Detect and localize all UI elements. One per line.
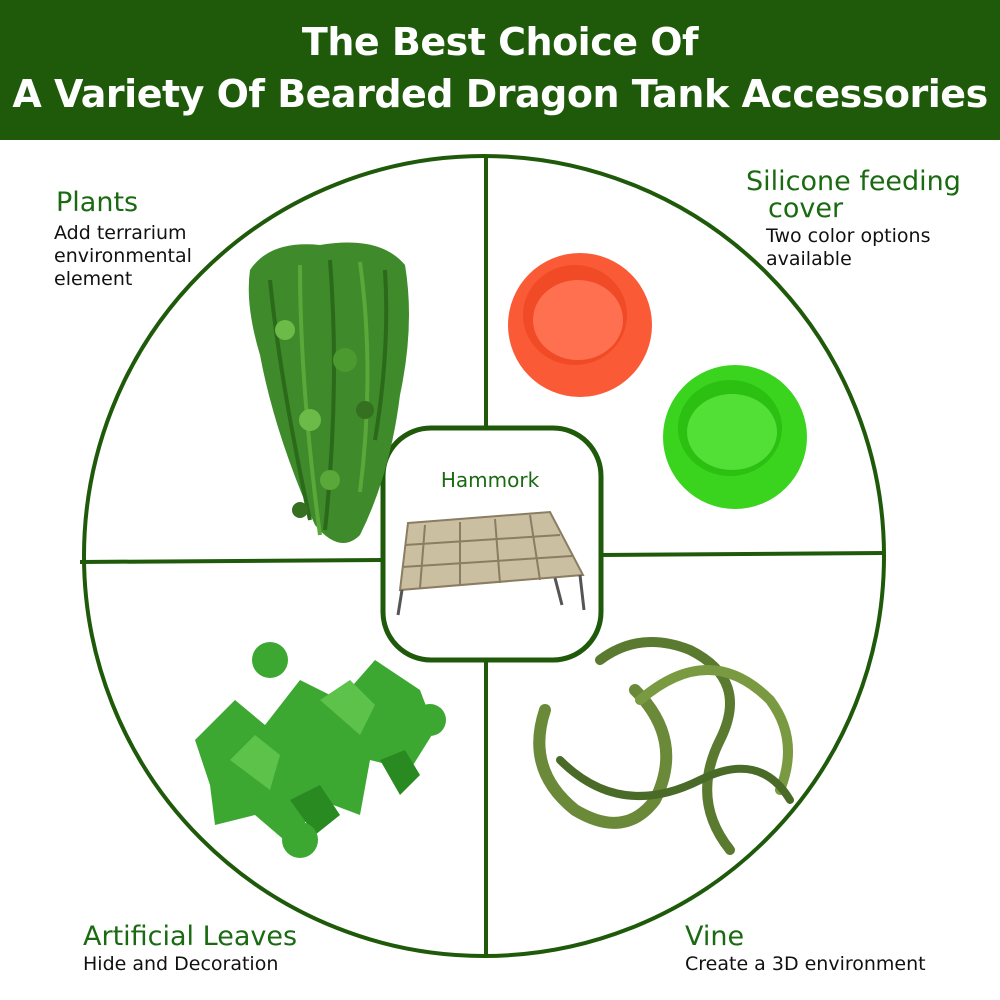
woven-hammock-image	[396, 510, 586, 616]
moss-vine-image	[533, 637, 794, 855]
feeding-desc-line2: available	[766, 248, 852, 270]
vine-desc: Create a 3D environment	[685, 953, 926, 975]
leaves-title: Artificial Leaves	[83, 921, 298, 952]
plants-desc-line2: environmental	[54, 245, 192, 267]
banner-title-line1: The Best Choice Of	[300, 19, 700, 66]
feeding-title-line1: Silicone feeding	[746, 166, 961, 197]
banner-title-line2: A Variety Of Bearded Dragon Tank Accesso…	[11, 71, 990, 118]
plants-desc-line3: element	[54, 268, 133, 290]
feeding-desc-line1: Two color options	[766, 225, 931, 247]
vine-title: Vine	[685, 921, 745, 952]
hanging-plant-image	[248, 242, 409, 543]
horizontal-divider-right	[599, 551, 885, 557]
header-banner	[0, 0, 1000, 140]
plants-title: Plants	[56, 187, 139, 218]
center-title: Hammork	[440, 468, 540, 492]
plants-desc-line1: Add terrarium	[54, 222, 187, 244]
leaves-desc: Hide and Decoration	[83, 953, 279, 975]
feeding-title-line2: cover	[768, 193, 844, 224]
silicone-bowls-image	[508, 253, 807, 509]
horizontal-divider-left	[79, 558, 385, 564]
ivy-leaves-image	[195, 642, 446, 858]
